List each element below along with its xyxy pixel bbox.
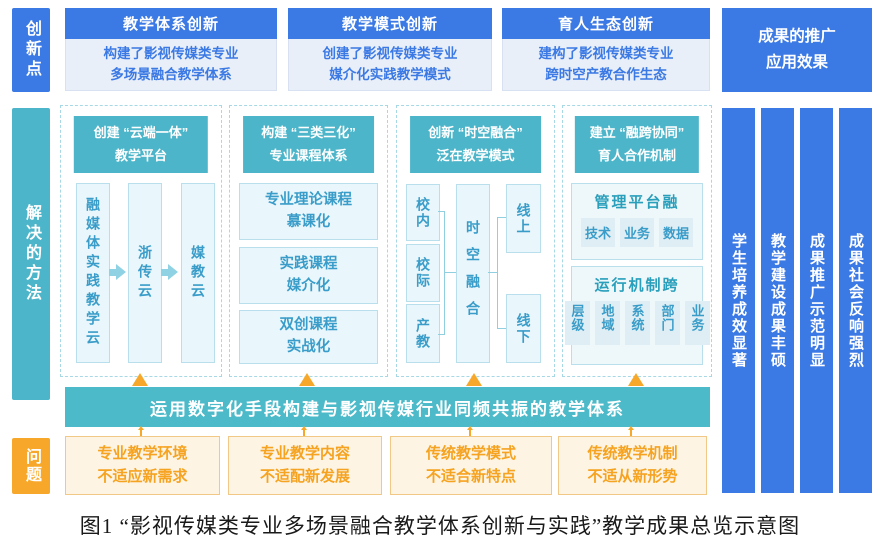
solution-column-2-title: 构建 “三类三化” 专业课程体系 xyxy=(242,116,375,173)
node-spacetime-fusion: 时空融合 xyxy=(456,184,490,363)
solution-banner: 运用数字化手段构建与影视传媒行业同频共振的教学体系 xyxy=(65,387,710,427)
innovation-group-2: 教学模式创新 创建了影视传媒类专业 媒介化实践教学模式 xyxy=(288,8,492,92)
solution-rail-label: 解决的方法 xyxy=(12,108,50,400)
chip-region: 地域 xyxy=(594,301,620,345)
chip-data: 数据 xyxy=(659,218,694,247)
chip-technology: 技术 xyxy=(580,218,615,247)
innovation-group-2-title: 教学模式创新 xyxy=(288,8,492,39)
up-arrow-icon xyxy=(299,373,315,386)
node-media-practice-cloud: 融媒体实践教学云 xyxy=(76,183,110,363)
up-arrow-icon xyxy=(132,373,148,386)
innovation-group-3: 育人生态创新 建构了影视传媒类专业 跨时空产教合作生态 xyxy=(502,8,710,92)
node-zhechuan-cloud: 浙传云 xyxy=(128,183,162,363)
problem-box-3: 传统教学模式 不适合新特点 xyxy=(390,436,552,495)
solution-column-4-title: 建立 “融跨协同” 育人合作机制 xyxy=(574,116,700,173)
problem-box-2: 专业教学内容 不适配新发展 xyxy=(228,436,382,495)
node-innovation-courses: 双创课程 实战化 xyxy=(239,310,378,364)
up-tick-icon xyxy=(138,426,144,436)
chip-operations: 业务 xyxy=(684,301,710,345)
innovation-group-2-desc: 创建了影视传媒类专业 媒介化实践教学模式 xyxy=(288,39,492,91)
node-practice-courses: 实践课程 媒介化 xyxy=(239,247,378,304)
innovation-group-1: 教学体系创新 构建了影视传媒类专业 多场景融合教学体系 xyxy=(65,8,277,92)
innovation-group-1-desc: 构建了影视传媒类专业 多场景融合教学体系 xyxy=(65,39,277,91)
node-meijiao-cloud: 媒教云 xyxy=(181,183,215,363)
node-inter-campus: 校际 xyxy=(406,244,440,302)
up-tick-icon xyxy=(628,426,634,436)
group-management-platform: 管理平台融 技术 业务 数据 xyxy=(571,183,703,260)
solution-column-cooperation: 建立 “融跨协同” 育人合作机制 管理平台融 技术 业务 数据 运行机制跨 层级… xyxy=(562,105,712,377)
left-connector-line xyxy=(444,272,456,273)
problem-box-1: 专业教学环境 不适应新需求 xyxy=(65,436,220,495)
group-2-title: 运行机制跨 xyxy=(594,277,680,294)
chip-hierarchy: 层级 xyxy=(564,301,590,345)
solution-column-1-title: 创建 “云端一体” 教学平台 xyxy=(73,116,209,173)
right-arrow-icon xyxy=(109,264,126,280)
right-bracket-connector xyxy=(497,217,507,329)
right-arrow-icon xyxy=(161,264,178,280)
group-1-title: 管理平台融 xyxy=(594,194,680,211)
result-bar-1: 学生培养成效显著 xyxy=(722,108,755,493)
group-operation-mechanism: 运行机制跨 层级 地域 系统 部门 业务 xyxy=(564,266,710,365)
solution-column-cloud-platform: 创建 “云端一体” 教学平台 融媒体实践教学云 浙传云 媒教云 xyxy=(60,105,222,377)
right-connector-line xyxy=(488,272,497,273)
result-bar-3: 成果推广示范明显 xyxy=(800,108,833,493)
result-bar-4: 成果社会反响强烈 xyxy=(839,108,872,493)
node-online: 线上 xyxy=(506,184,541,253)
up-arrow-icon xyxy=(466,373,482,386)
innovation-group-3-desc: 建构了影视传媒类专业 跨时空产教合作生态 xyxy=(502,39,710,91)
problem-rail-label: 问题 xyxy=(12,438,50,494)
innovation-group-3-title: 育人生态创新 xyxy=(502,8,710,39)
node-theory-courses: 专业理论课程 慕课化 xyxy=(239,183,378,240)
chip-department: 部门 xyxy=(654,301,680,345)
chip-business: 业务 xyxy=(619,218,654,247)
innovation-group-1-title: 教学体系创新 xyxy=(65,8,277,39)
result-bar-2: 教学建设成果丰硕 xyxy=(761,108,794,493)
solution-column-teaching-mode: 创新 “时空融合” 泛在教学模式 校内 校际 产教 时空融合 线上 线下 xyxy=(396,105,555,377)
node-industry-education: 产教 xyxy=(406,304,440,363)
chip-system: 系统 xyxy=(624,301,650,345)
left-bracket-connector xyxy=(438,211,445,335)
node-on-campus: 校内 xyxy=(406,184,440,241)
up-tick-icon xyxy=(467,426,473,436)
solution-column-3-title: 创新 “时空融合” 泛在教学模式 xyxy=(409,116,542,173)
solution-column-curriculum: 构建 “三类三化” 专业课程体系 专业理论课程 慕课化 实践课程 媒介化 双创课… xyxy=(229,105,388,377)
innovation-rail-label: 创新点 xyxy=(12,8,50,92)
figure-caption: 图1 “影视传媒类专业多场景融合教学体系创新与实践”教学成果总览示意图 xyxy=(79,514,801,538)
up-tick-icon xyxy=(301,426,307,436)
problem-box-4: 传统教学机制 不适从新形势 xyxy=(558,436,707,495)
up-arrow-icon xyxy=(628,373,644,386)
node-offline: 线下 xyxy=(506,294,541,363)
results-header: 成果的推广 应用效果 xyxy=(722,8,872,92)
